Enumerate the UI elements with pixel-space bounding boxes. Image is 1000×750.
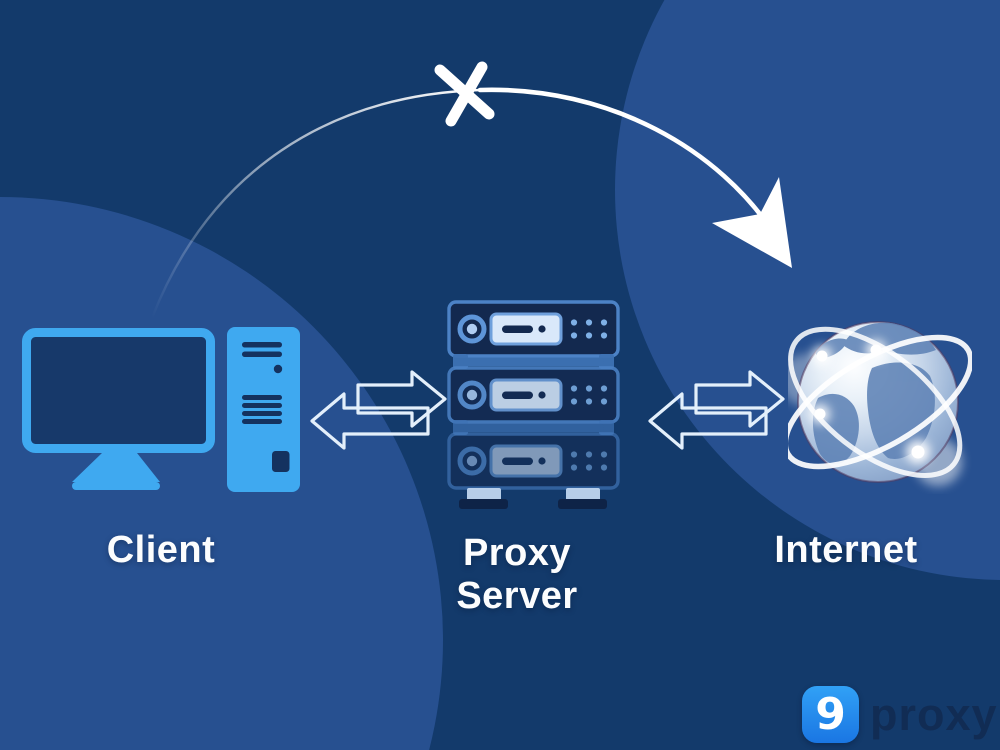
logo-9-icon: 9: [802, 686, 859, 743]
brand-logo: 9 proxy: [802, 686, 998, 743]
server-feet: [459, 488, 607, 509]
globe-icon: [788, 321, 972, 486]
server-unit-3: [449, 434, 618, 488]
server-unit-1: [449, 302, 618, 356]
server-rack-icon: [443, 296, 623, 509]
server-unit-2: [449, 368, 618, 422]
internet-label: Internet: [774, 529, 918, 571]
client-label: Client: [106, 529, 216, 571]
logo-brand-text: proxy: [870, 689, 998, 740]
desktop-computer-icon: [22, 327, 300, 492]
proxy-server-label: Proxy Server: [456, 532, 578, 617]
logo-digit: 9: [815, 689, 846, 740]
blocked-x-icon: [434, 61, 495, 127]
tower: [227, 327, 300, 492]
monitor: [22, 328, 215, 490]
network-nodes: [810, 340, 930, 464]
orbit-rings: [788, 326, 972, 478]
